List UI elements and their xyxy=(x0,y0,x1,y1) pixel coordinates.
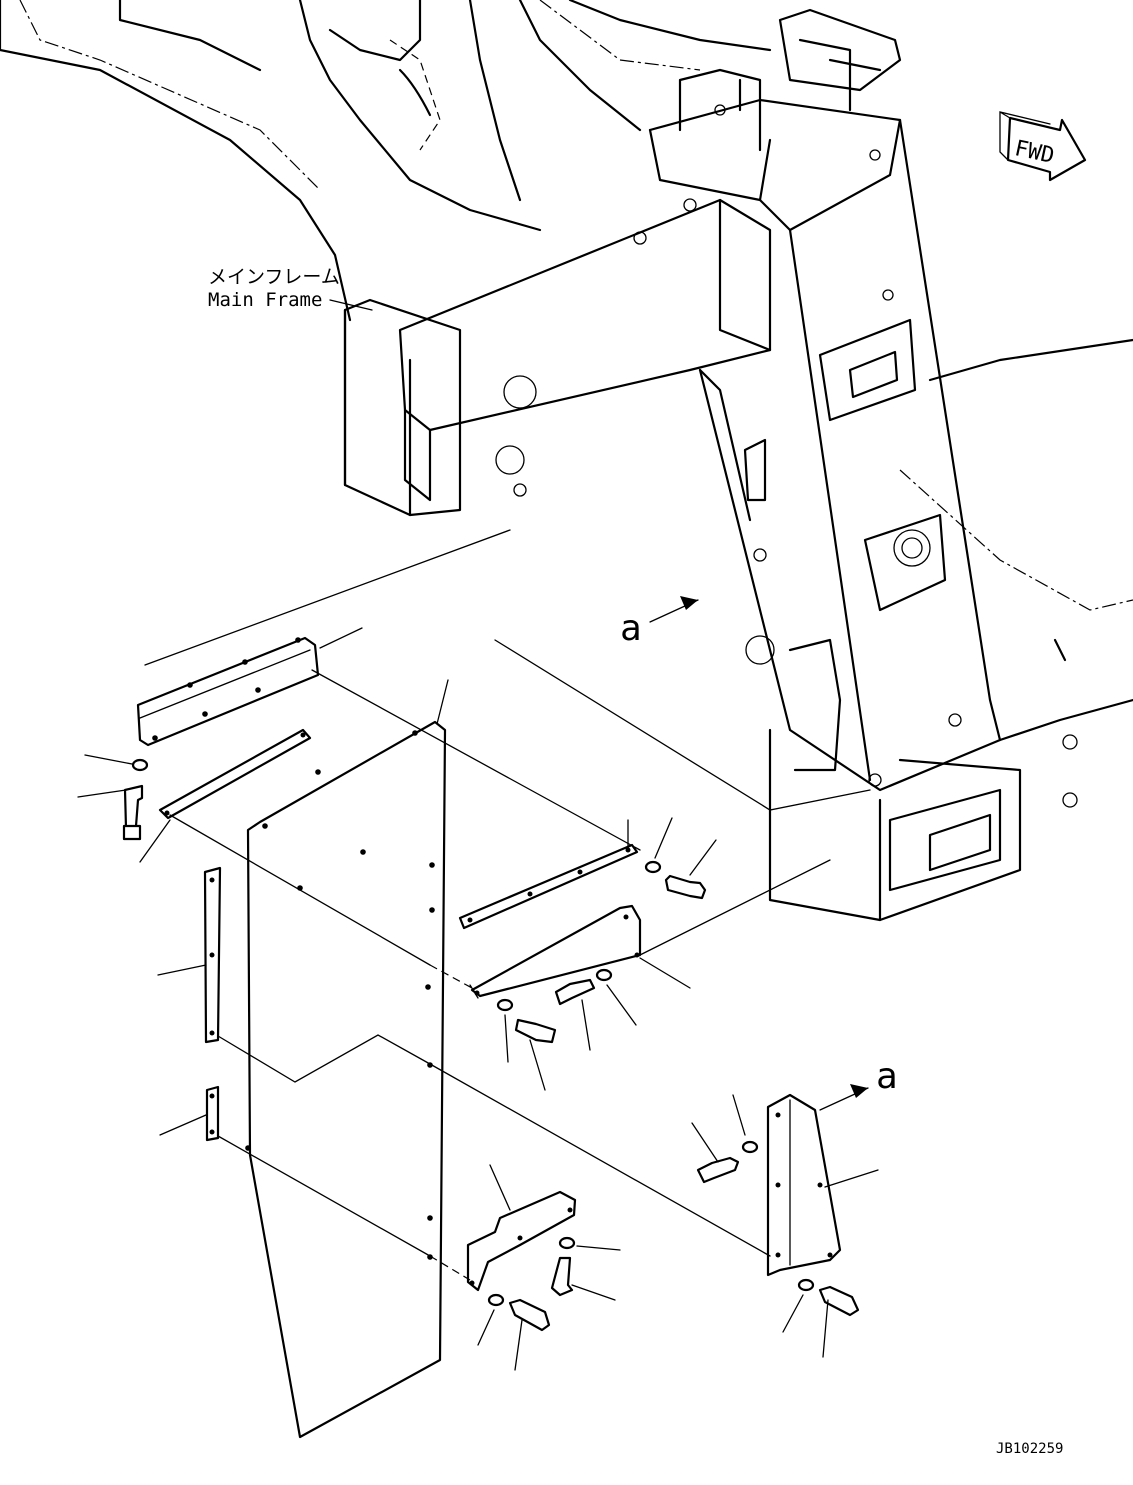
bolt-right-bracket-bottom xyxy=(818,1285,860,1358)
washer-right-bracket-bottom xyxy=(782,1278,815,1333)
main-frame-label-en: Main Frame xyxy=(208,289,322,311)
washer-lower-left xyxy=(477,1293,505,1346)
small-vertical-strip xyxy=(159,1085,220,1142)
vertical-strip-left xyxy=(157,866,222,1044)
main-frame-label-jp: メインフレーム xyxy=(208,266,340,288)
view-a-label-top: a xyxy=(620,608,642,649)
bolt-lower-left xyxy=(508,1298,551,1371)
lower-bracket xyxy=(466,1164,577,1292)
washer-middle-left xyxy=(496,998,514,1063)
washer-lower-right xyxy=(558,1236,621,1251)
view-a-label-bottom: a xyxy=(876,1056,898,1097)
washer-middle-right xyxy=(595,968,637,1026)
bolt-middle-left xyxy=(514,1018,557,1091)
assembly-line-7 xyxy=(429,1255,471,1281)
assembly-line-2 xyxy=(311,669,641,851)
bolt-middle-right xyxy=(554,978,596,1051)
washer-upper-left xyxy=(84,754,149,772)
large-cover-plate xyxy=(245,679,449,1439)
bolt-upper-left xyxy=(77,784,144,841)
middle-right-strip xyxy=(458,819,639,930)
washer-right-bracket-top xyxy=(732,1094,759,1154)
upper-angle-bracket xyxy=(136,627,363,747)
assembly-line-1 xyxy=(169,814,431,966)
bolt-right-bracket-top xyxy=(691,1122,740,1184)
main-frame-leader-line xyxy=(329,299,373,311)
drawing-number: JB102259 xyxy=(996,1441,1063,1457)
main-frame-structure xyxy=(0,0,1133,956)
assembly-line-4 xyxy=(217,1034,431,1083)
assembly-line-6 xyxy=(217,1135,431,1257)
fwd-direction-arrow: FWD xyxy=(999,111,1087,182)
bolt-right-upper xyxy=(664,839,717,900)
view-a-arrow-bottom: a xyxy=(819,1056,898,1111)
assembly-line-5 xyxy=(429,1063,771,1257)
upper-strip-plate xyxy=(139,728,312,863)
washer-right-upper xyxy=(644,817,673,874)
right-angle-bracket xyxy=(766,1093,879,1277)
gusset-bracket xyxy=(469,904,691,999)
bolt-lower-right xyxy=(550,1256,616,1301)
assembly-line-3 xyxy=(429,964,473,989)
view-a-arrow-top: a xyxy=(620,596,699,649)
